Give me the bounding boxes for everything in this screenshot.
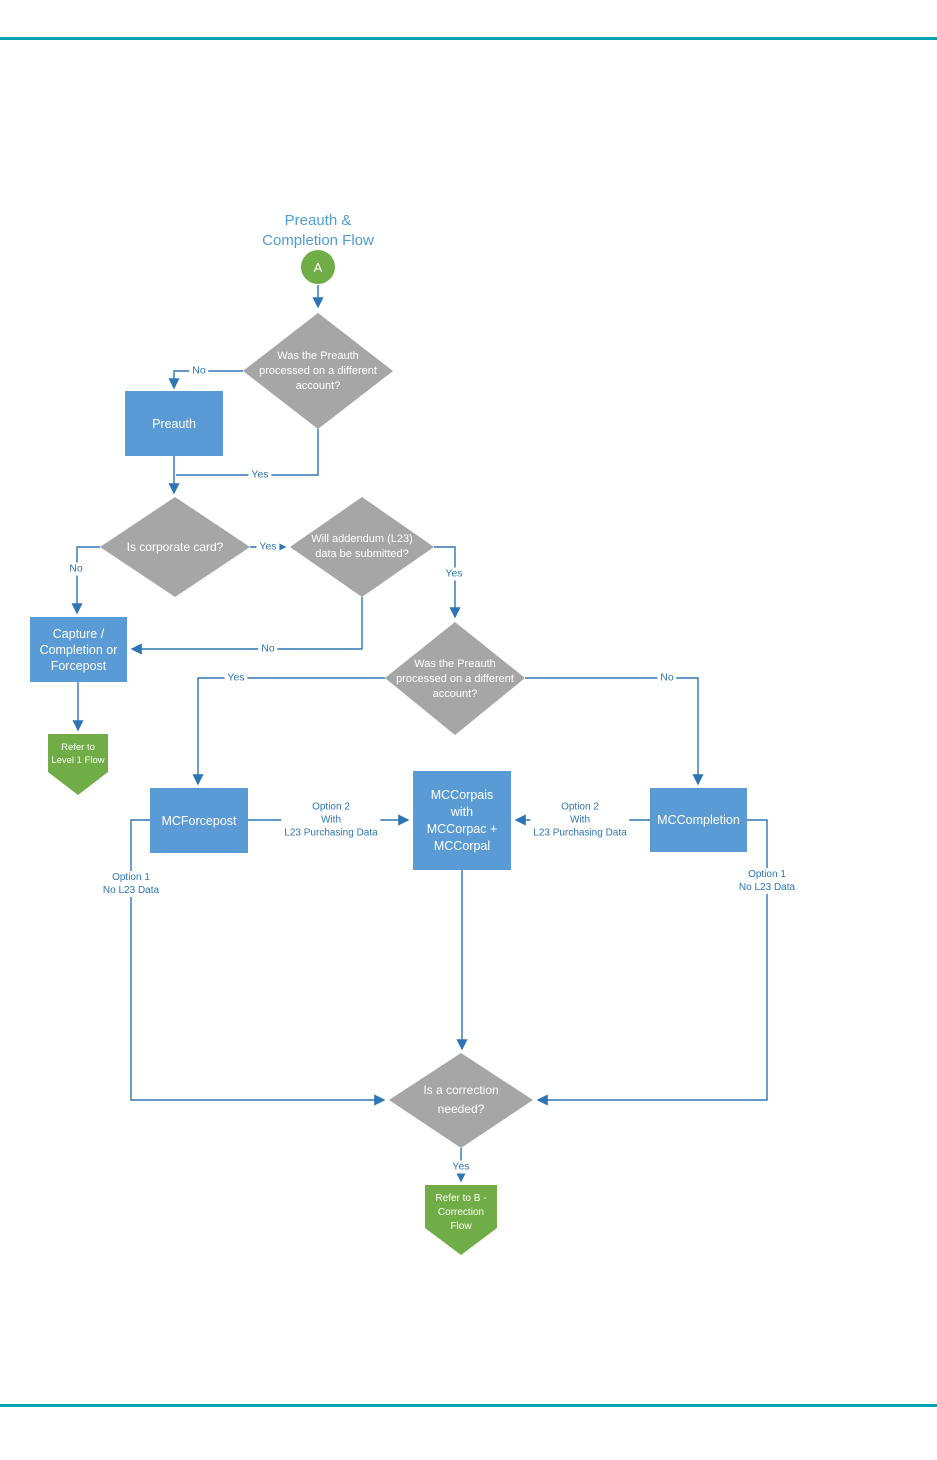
decision-addendum-l23 xyxy=(290,497,434,597)
page-title-line2: Completion Flow xyxy=(262,232,374,249)
connector-diamond4-no-to-mccompletion xyxy=(525,677,704,786)
edge-label-option2-right: Option 2 With L23 Purchasing Data xyxy=(530,800,630,840)
process-capture-completion-forcepost xyxy=(30,617,127,682)
edge-label-yes-diamond2: Yes xyxy=(256,540,280,554)
connector-diamond1-no-to-preauth xyxy=(168,370,243,390)
terminal-refer-b-correction-flow xyxy=(425,1185,497,1255)
process-mcforcepost xyxy=(150,788,248,853)
edge-label-yes-diamond4: Yes xyxy=(224,671,248,685)
process-preauth xyxy=(125,391,223,456)
decision-corporate-card xyxy=(100,497,250,597)
edge-label-option1-right: Option 1 No L23 Data xyxy=(735,868,799,894)
connector-diamond4-yes-to-mcforcepost xyxy=(192,677,385,786)
connector-diamond3-no-to-capture xyxy=(130,597,363,655)
process-mccorpais-label: MCCorpais with MCCorpac + MCCorpal xyxy=(426,787,498,853)
edge-label-no-diamond1: No xyxy=(189,364,209,378)
decision-preauth-different-account-2 xyxy=(385,622,525,735)
decision-preauth-different-account-1-label: Was the Preauth processed on a different… xyxy=(259,349,377,392)
edge-label-yes-diamond3: Yes xyxy=(442,567,466,581)
decision-corporate-card-label: Is corporate card? xyxy=(126,539,224,554)
process-mccompletion xyxy=(650,788,747,852)
terminal-refer-level1-flow-label: Refer to Level 1 Flow xyxy=(51,742,105,766)
edge-label-yes-diamond5: Yes xyxy=(449,1160,473,1174)
process-capture-completion-forcepost-label: Capture / Completion or Forcepost xyxy=(39,626,118,673)
edge-label-no-diamond2: No xyxy=(66,562,86,576)
process-mccorpais xyxy=(413,771,511,870)
decision-addendum-l23-label: Will addendum (L23) data be submitted? xyxy=(311,533,413,560)
page-title: Preauth & Completion Flow xyxy=(238,209,398,253)
connector-diamond1-yes xyxy=(176,429,319,476)
decision-correction-needed xyxy=(389,1053,533,1148)
edge-label-no-diamond3: No xyxy=(258,642,278,656)
decision-correction-needed-label: Is a correction needed? xyxy=(423,1083,499,1116)
decision-preauth-different-account-2-label: Was the Preauth processed on a different… xyxy=(396,657,514,700)
edge-label-option1-left: Option 1 No L23 Data xyxy=(99,871,163,897)
connector-mcforcepost-option1-to-diamond5 xyxy=(130,819,386,1106)
start-circle-label: A xyxy=(313,259,323,275)
terminal-refer-level1-flow xyxy=(48,734,108,795)
edge-label-yes-diamond1: Yes xyxy=(248,468,272,482)
decision-preauth-different-account-1 xyxy=(243,313,393,429)
connector-mccompletion-option1-to-diamond5 xyxy=(536,819,768,1106)
connector-diamond3-yes-to-diamond4 xyxy=(434,546,461,619)
page-title-line1: Preauth & xyxy=(284,212,352,229)
process-preauth-label: Preauth xyxy=(152,416,196,431)
terminal-refer-b-correction-flow-label: Refer to B - Correction Flow xyxy=(435,1193,487,1232)
process-mcforcepost-label: MCForcepost xyxy=(161,813,237,828)
top-divider-rule xyxy=(0,37,937,40)
process-mccompletion-label: MCCompletion xyxy=(657,813,740,827)
connector-diamond2-no-to-capture xyxy=(71,546,100,615)
bottom-divider-rule xyxy=(0,1404,937,1407)
edge-label-no-diamond4: No xyxy=(657,671,677,685)
start-circle-a xyxy=(301,250,335,284)
edge-label-option2-left: Option 2 With L23 Purchasing Data xyxy=(281,800,381,840)
